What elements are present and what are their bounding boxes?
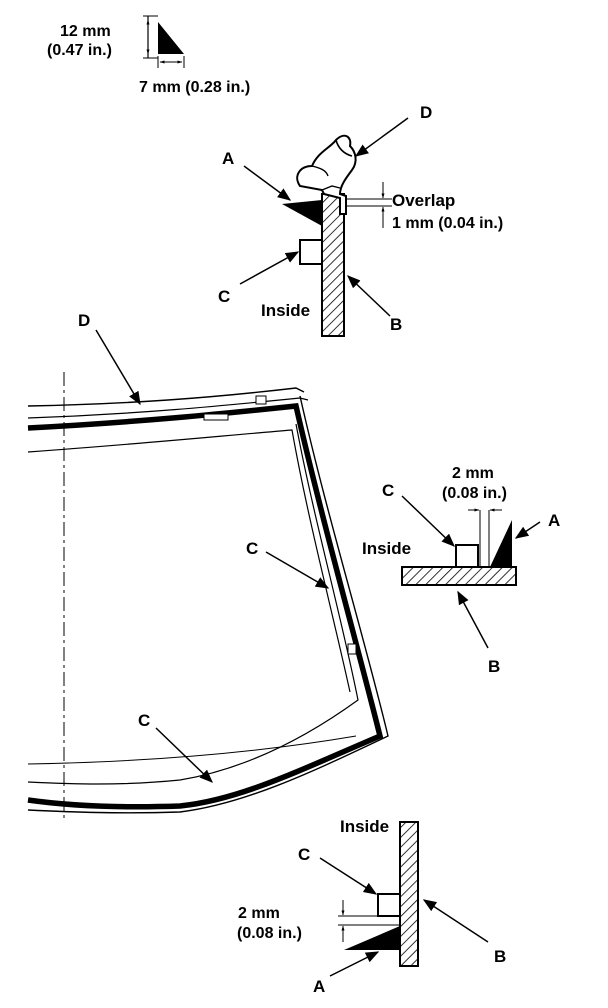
glass-panel	[321, 193, 345, 337]
side-gap-text: 2 mm	[452, 465, 494, 482]
side-spacer-c	[455, 544, 479, 568]
windshield-outline: D C C	[27, 311, 389, 822]
bottom-glass-panel	[399, 821, 419, 967]
spacer-c	[299, 239, 323, 265]
side-label-a: A	[548, 511, 560, 530]
bottom-label-b: B	[494, 947, 506, 966]
overlap-label: Overlap	[392, 191, 455, 210]
side-section-detail: 2 mm (0.08 in.) C A B Inside	[362, 465, 560, 676]
bottom-gap-in-text: (0.08 in.)	[237, 925, 302, 942]
bottom-dam-a	[344, 926, 400, 950]
bottom-gap-text: 2 mm	[238, 905, 280, 922]
top-label-c: C	[218, 287, 230, 306]
bottom-label-c: C	[298, 845, 310, 864]
overlap-dim-text: 1 mm (0.04 in.)	[392, 215, 503, 232]
side-label-b: B	[488, 657, 500, 676]
bottom-section-detail: 2 mm (0.08 in.) C B A Inside	[237, 817, 506, 996]
top-inside-label: Inside	[261, 301, 310, 320]
dam-size-legend: 12 mm (0.47 in.) 7 mm (0.28 in.)	[47, 15, 250, 96]
side-label-c: C	[382, 481, 394, 500]
top-label-d: D	[420, 103, 432, 122]
windshield-label-c-bottom: C	[138, 711, 150, 730]
bottom-inside-label: Inside	[340, 817, 389, 836]
legend-width-text: 7 mm (0.28 in.)	[139, 79, 250, 96]
legend-height-in-text: (0.47 in.)	[47, 42, 112, 59]
side-inside-label: Inside	[362, 539, 411, 558]
legend-height-text: 12 mm	[60, 23, 111, 40]
molding	[296, 134, 357, 215]
side-dam-a	[490, 520, 512, 567]
side-gap-in-text: (0.08 in.)	[442, 485, 507, 502]
top-label-b: B	[390, 315, 402, 334]
spacer-line	[27, 429, 351, 693]
bottom-spacer-c	[377, 893, 401, 917]
dam-a	[282, 200, 322, 226]
side-glass-panel	[401, 566, 517, 586]
bottom-label-a: A	[313, 977, 325, 996]
molding-outer-border	[27, 403, 384, 810]
dam-profile-triangle	[158, 22, 184, 54]
windshield-label-c-side: C	[246, 539, 258, 558]
top-label-a: A	[222, 149, 234, 168]
top-section-detail: Overlap 1 mm (0.04 in.) A D C B Inside	[218, 103, 503, 337]
windshield-label-d: D	[78, 311, 90, 330]
